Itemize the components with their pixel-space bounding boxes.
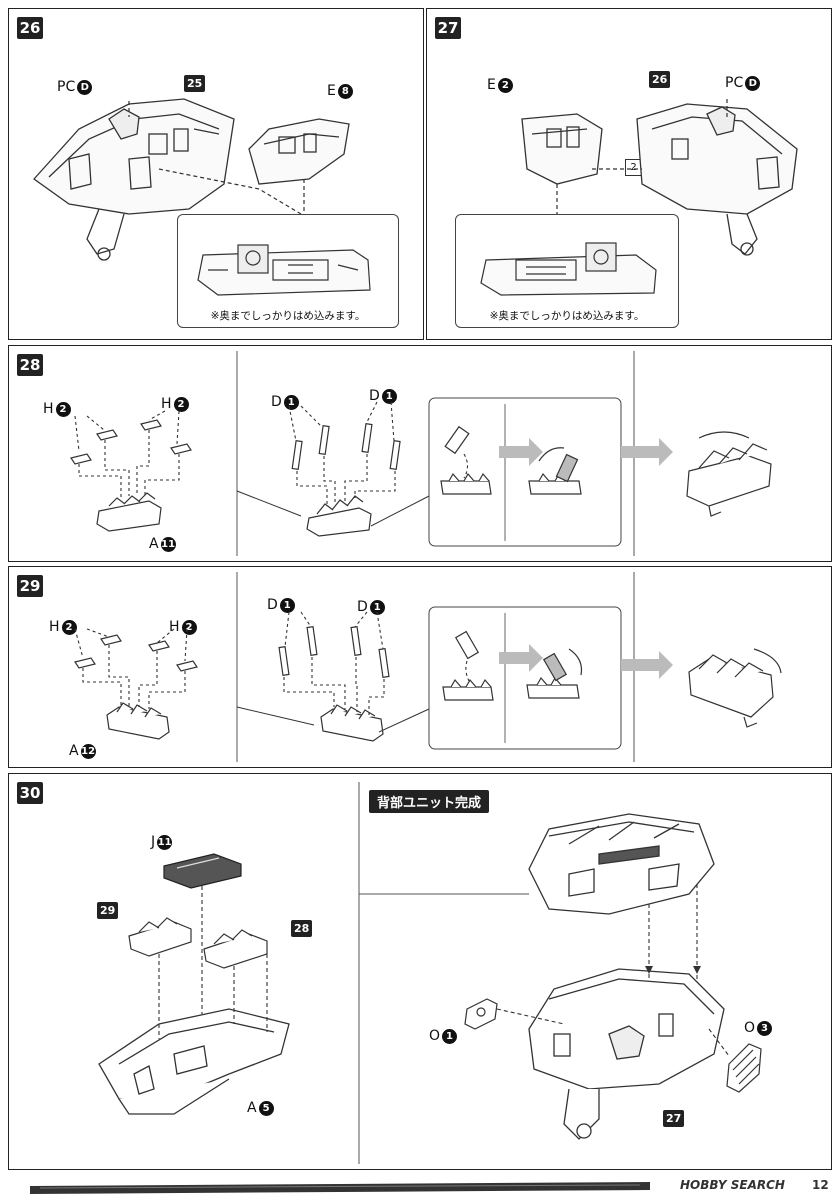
step-number: 26 [17, 17, 43, 39]
part-drawing-chassis [521, 99, 798, 256]
part-letter: H [161, 396, 172, 412]
part-letter: E [487, 77, 496, 93]
brush-stroke [30, 1182, 650, 1194]
part-drawing-chassis [33, 98, 350, 261]
part-letter: PC [725, 75, 744, 91]
part-letter: H [169, 619, 180, 635]
part-number: D [745, 75, 761, 91]
step-29-panel: 29 H 2 H 2 A 12 D 1 D 1 [8, 566, 832, 768]
detail-drawing [480, 242, 657, 296]
part-letter: E [327, 83, 336, 99]
part-label-a: A 12 [69, 743, 96, 759]
detail-note: ※奥までしっかりはめ込みます。 [489, 310, 645, 322]
part-letter: A [247, 1100, 257, 1116]
part-label-d-right: D 1 [369, 388, 397, 404]
part-label-a: A 11 [149, 536, 176, 552]
part-number: 1 [279, 597, 295, 613]
step-30-panel: 30 J 11 A 5 29 28 背部ユニット完成 O 1 O 3 27 [8, 773, 832, 1170]
detail-inset: ※奥までしっかりはめ込みます。 [455, 214, 679, 328]
step-29-drawings [74, 572, 782, 762]
part-number: 5 [258, 1100, 274, 1116]
part-label-j: J 11 [151, 834, 173, 850]
detail-drawing [197, 244, 371, 296]
watermark: HOBBY SEARCH [680, 1178, 785, 1192]
part-number: 11 [157, 834, 173, 850]
part-number: 3 [757, 1020, 773, 1036]
step-27-panel: 27 E 2 PC D 26 1 2 [426, 8, 832, 340]
part-number: 2 [61, 619, 77, 635]
step-number: 29 [17, 575, 43, 597]
part-number: 8 [337, 83, 353, 99]
part-number: 2 [173, 396, 189, 412]
part-number: 1 [369, 599, 385, 615]
part-label-pc: PC D [57, 79, 93, 95]
ref-step-27-tag: 27 [663, 1110, 685, 1127]
step-26-panel: 26 PC D E 8 25 1 2 [8, 8, 424, 340]
part-letter: D [357, 599, 368, 615]
part-letter: H [43, 401, 54, 417]
part-letter: A [149, 536, 159, 552]
part-letter: D [369, 388, 380, 404]
part-number: 2 [181, 619, 197, 635]
part-letter: A [69, 743, 79, 759]
step-28-drawings [70, 351, 772, 556]
step-28-panel: 28 H 2 H 2 A 11 D 1 D 1 [8, 345, 832, 562]
part-label-d-left: D 1 [271, 394, 299, 410]
part-label-h-right: H 2 [169, 619, 197, 635]
part-label-o-right: O 3 [744, 1020, 773, 1036]
ref-step-29-tag: 29 [97, 902, 119, 919]
ref-step-tag: 26 [649, 71, 671, 88]
part-letter: D [271, 394, 282, 410]
part-letter: O [429, 1028, 441, 1044]
part-number: 12 [80, 743, 96, 759]
ref-step-tag: 25 [184, 75, 206, 92]
part-number: D [77, 79, 93, 95]
detail-inset: ※奥までしっかりはめ込みます。 [177, 214, 399, 328]
page-number: 12 [812, 1178, 829, 1192]
part-letter: O [744, 1020, 756, 1036]
part-letter: D [267, 597, 278, 613]
part-label-h-right: H 2 [161, 396, 189, 412]
part-number: 1 [283, 394, 299, 410]
part-number: 1 [381, 388, 397, 404]
part-label-a: A 5 [247, 1100, 274, 1116]
detail-note: ※奥までしっかりはめ込みます。 [210, 310, 366, 322]
part-letter: H [49, 619, 60, 635]
ref-step-28-tag: 28 [291, 920, 313, 937]
part-label-h-left: H 2 [43, 401, 71, 417]
completion-title: 背部ユニット完成 [369, 790, 490, 813]
page-footer: HOBBY SEARCH 12 [0, 1172, 840, 1200]
part-number: 1 [442, 1028, 458, 1044]
step-number: 28 [17, 354, 43, 376]
part-number: 2 [497, 77, 513, 93]
step-number: 30 [17, 782, 43, 804]
part-number: 2 [55, 401, 71, 417]
part-label-d-left: D 1 [267, 597, 295, 613]
step-30-drawings [98, 782, 762, 1164]
part-label-e: E 8 [327, 83, 353, 99]
part-label-pc: PC D [725, 75, 761, 91]
part-label-e: E 2 [487, 77, 513, 93]
part-label-h-left: H 2 [49, 619, 77, 635]
part-label-o-left: O 1 [429, 1028, 458, 1044]
part-letter: PC [57, 79, 76, 95]
part-label-d-right: D 1 [357, 599, 385, 615]
part-letter: J [151, 834, 156, 850]
part-number: 11 [160, 536, 176, 552]
step-number: 27 [435, 17, 461, 39]
